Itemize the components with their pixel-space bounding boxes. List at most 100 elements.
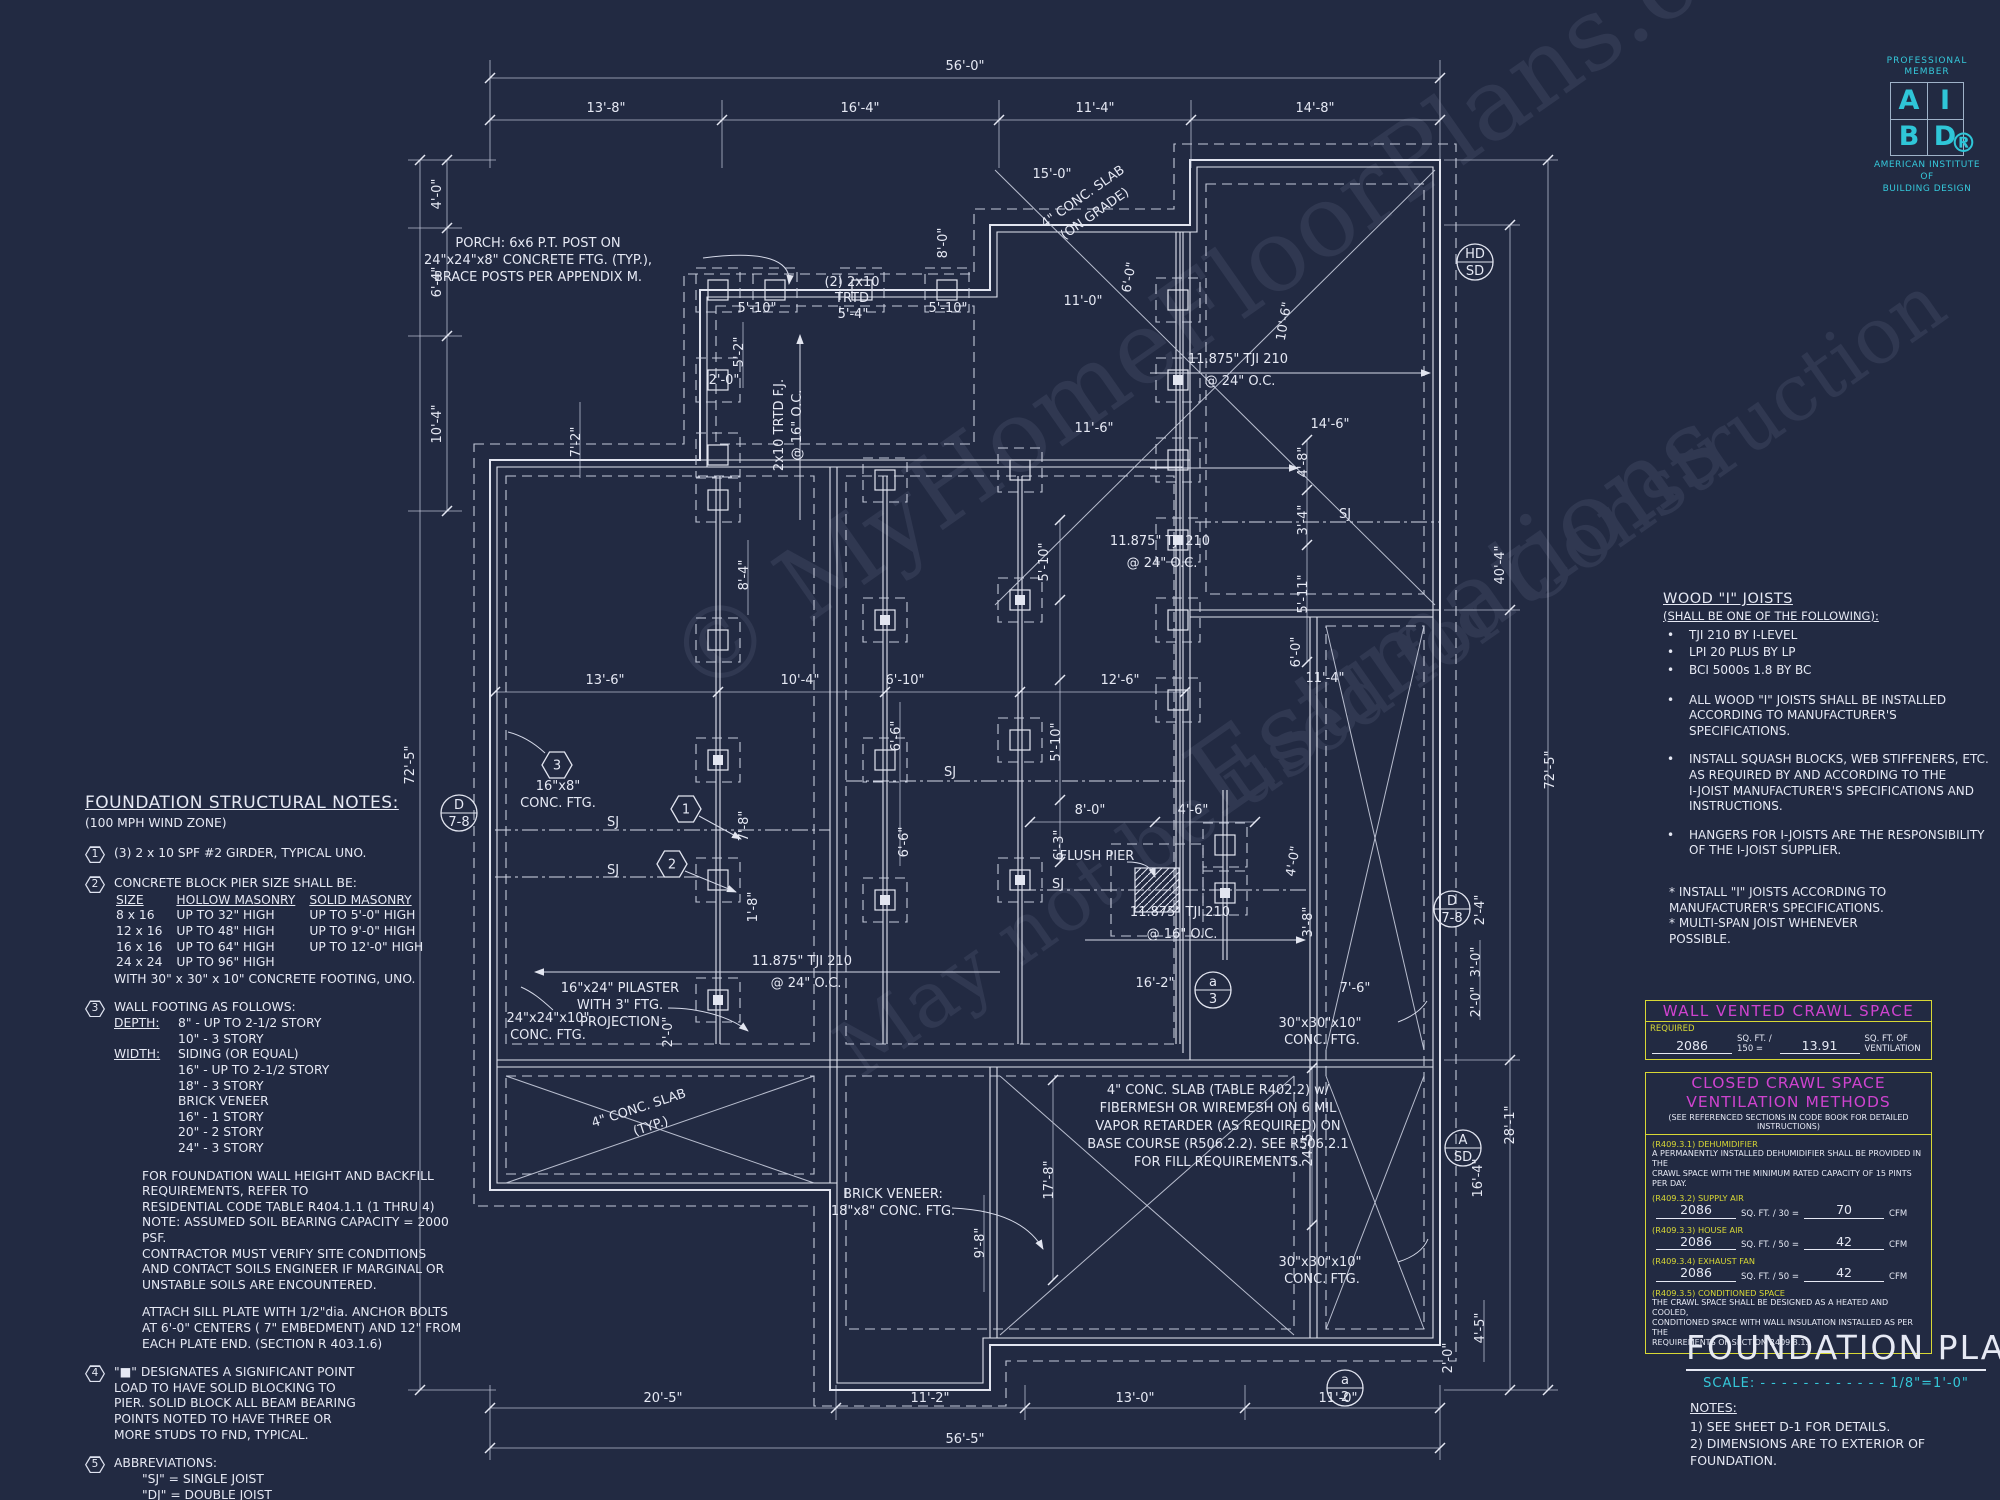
joist-note-item: HANGERS FOR I-JOISTS ARE THE RESPONSIBIL… [1663,828,1998,859]
note-number-hex: 4 [85,1365,105,1383]
note-item-2: 2 CONCRETE BLOCK PIER SIZE SHALL BE: SIZ… [85,876,475,987]
plan-label: BRICK VENEER: [843,1187,943,1202]
wall-vented-crawl-space-box: WALL VENTED CRAWL SPACE REQUIRED 2086 SQ… [1645,1000,1932,1060]
dim-tick [1434,114,1446,126]
plan-label: PORCH: 6x6 P.T. POST ON [455,236,620,251]
pier-footing [862,877,908,923]
dim-tick [1249,816,1261,828]
plan-label: 28'-1" [1503,1105,1518,1144]
plan-label: 24"x24"x10" [507,1011,590,1026]
plan-label: SJ [1339,507,1351,522]
plan-label: 4'-6" [1178,803,1209,818]
dim-tick [830,1402,842,1414]
pier-footings [695,267,1248,1023]
hex-marker-label: 2 [668,858,676,873]
plan-notes: NOTES: 1) SEE SHEET D-1 FOR DETAILS. 2) … [1690,1400,1926,1468]
dim-tick [712,686,724,698]
plan-label: 7'-2" [569,427,584,458]
plan-label: 4'-8" [1296,447,1311,478]
dim-tick [1301,656,1313,668]
plan-label: @ 24" O.C. [771,976,842,991]
pier-block [851,279,873,301]
plan-label: 13'-8" [586,101,625,116]
pier-footing [695,617,741,663]
detail-circle-bottom: 3 [1209,992,1217,1007]
pier-size-table: SIZE HOLLOW MASONRY SOLID MASONRY 8 x 16… [116,893,437,971]
plan-label: 6'-4" [430,267,445,298]
note-number-hex: 5 [85,1456,105,1474]
plan-label: 11.875" TJI 210 [1130,905,1230,920]
plan-label: 7'-6" [1340,981,1371,996]
plan-label: 4" CONC. SLAB (TABLE R402.2) w/ [1107,1083,1330,1098]
plan-label: (2) 2x10 [824,275,879,290]
pier-block [707,749,729,771]
detail-circle-top: a [1341,1373,1349,1388]
title-block: FOUNDATION PLAN SCALE: - - - - - - - - -… [1686,1328,2000,1391]
pier-block [1214,882,1236,904]
plan-label: 6'-10" [885,673,924,688]
dim-tick [1047,1274,1059,1286]
plan-label: PROJECTION [580,1015,660,1030]
plan-label: 3'-8" [1301,907,1316,938]
pier-footing [997,447,1043,493]
dim-tick [1054,514,1066,526]
pier-block [707,629,729,651]
registered-mark: ® [1950,127,1977,159]
flush-pier [1110,843,1204,937]
joist-note-item: ALL WOOD "I" JOISTS SHALL BE INSTALLED A… [1663,693,1998,740]
plan-label: @ 16" O.C. [1147,927,1218,942]
note-item-1: 1 (3) 2 x 10 SPF #2 GIRDER, TYPICAL UNO. [85,846,475,864]
pier-footing [695,477,741,523]
annotation-leaders [507,254,1429,1263]
pier-footing [997,717,1043,763]
point-load-marker [713,995,723,1005]
plan-label: @ 24" O.C. [1127,556,1198,571]
pier-footing [1155,437,1201,483]
note-item-5: 5 ABBREVIATIONS: "SJ" = SINGLE JOIST "DJ… [85,1456,475,1500]
pier-footing [1202,822,1248,868]
dim-tick [1054,794,1066,806]
dim-tick [1047,1074,1059,1086]
hex-marker-label: 3 [553,759,561,774]
plan-label: 3'-4" [1296,505,1311,536]
plan-label: 8'-4" [737,560,752,591]
plan-label: 24"x24"x8" CONCRETE FTG. (TYP.), [424,253,652,268]
detail-circle-bottom: 7-8 [448,815,469,830]
joist-note-item: BCI 5000s 1.8 BY BC [1663,663,1998,679]
pier-block [707,444,729,466]
slab-braces [505,169,1436,1336]
plan-label: 7'-8" [737,811,752,842]
hex-marker-icon [656,850,688,878]
detail-circle-bottom: 7-8 [1441,911,1462,926]
pier-block [1214,834,1236,856]
pier-block [1009,459,1031,481]
pier-footing [695,432,741,478]
pier-footing [695,267,741,313]
joist-note-item: INSTALL SQUASH BLOCKS, WEB STIFFENERS, E… [1663,752,1998,814]
joist-note-item: LPI 20 PLUS BY LP [1663,645,1998,661]
pier-footing [695,857,741,903]
foundation-structural-notes: FOUNDATION STRUCTURAL NOTES: (100 MPH WI… [85,793,475,1500]
pier-footing [695,357,741,403]
plan-label: FOR FILL REQUIREMENTS. [1134,1155,1302,1170]
pier-footing [1155,357,1201,403]
pier-block [707,489,729,511]
plan-label: 16'-4" [840,101,879,116]
plan-label: 6'-0" [1289,637,1304,668]
plan-label: 14'-8" [1295,101,1334,116]
pier-footing [924,267,970,313]
pier-block [1167,689,1189,711]
note-item-4: 4 "■" DESIGNATES A SIGNIFICANT POINT LOA… [85,1365,475,1443]
note-number-hex: 2 [85,876,105,894]
plan-label: SJ [607,863,619,878]
plan-label: 8'-0" [1075,803,1106,818]
dim-tick [1504,604,1516,616]
plan-label: 5'-4" [838,307,869,322]
dim-tick [1185,114,1197,126]
plan-label: @ 24" O.C. [1205,374,1276,389]
plan-label: 72'-5" [403,745,418,784]
watermark-text: Estimations [1164,383,1744,840]
closed-crawl-space-box: CLOSED CRAWL SPACE VENTILATION METHODS (… [1645,1072,1932,1354]
plan-label: 5'-10" [1049,722,1064,761]
